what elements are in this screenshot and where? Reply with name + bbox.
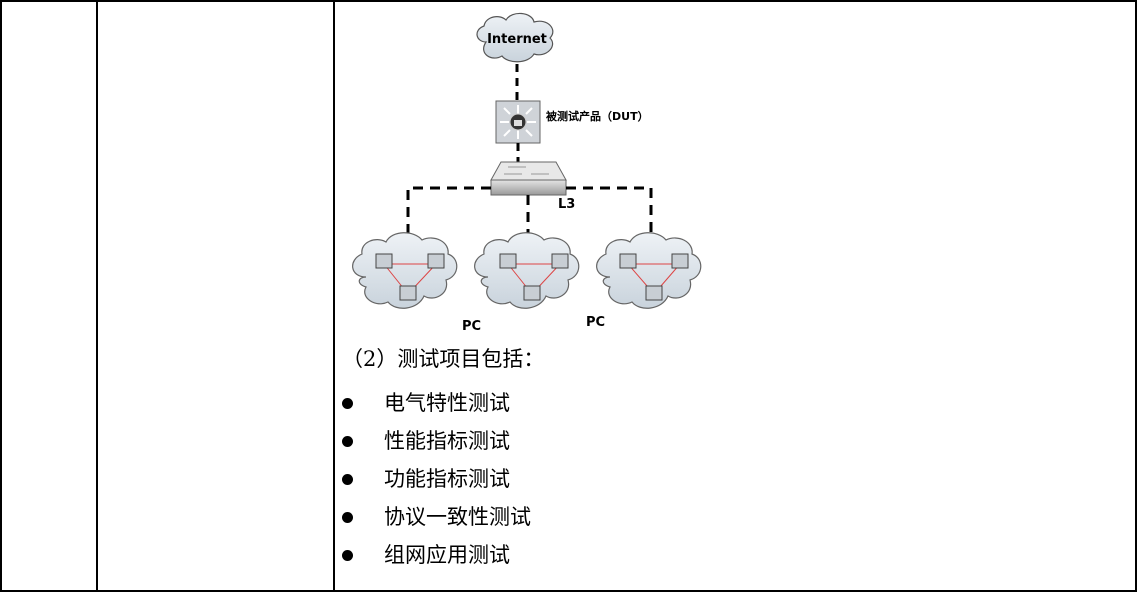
table-border-bottom	[0, 590, 1137, 592]
test-items-heading: （2）测试项目包括：	[342, 347, 545, 371]
l3-switch-icon	[490, 161, 567, 196]
bullet-icon	[342, 474, 353, 485]
internet-cloud-icon	[476, 12, 554, 63]
pc-label-2: PC	[586, 315, 605, 330]
dut-device-icon	[495, 100, 541, 144]
table-border-left	[0, 0, 2, 592]
link-switch-clouds	[406, 186, 653, 236]
internet-label: Internet	[487, 32, 547, 47]
pc-label-1: PC	[462, 319, 481, 334]
pc-cloud-2-icon	[474, 232, 580, 309]
pc-cloud-1-icon	[352, 232, 458, 309]
table-border-right	[1135, 0, 1137, 592]
bullet-icon	[342, 436, 353, 447]
table-column-divider-1	[96, 0, 98, 592]
table-border-top	[0, 0, 1137, 2]
pc-cloud-3-icon	[596, 232, 702, 309]
bullet-icon	[342, 398, 353, 409]
bullet-icon	[342, 512, 353, 523]
network-diagram: Internet 被测试产品（DUT）	[352, 12, 702, 334]
content-cell: Internet 被测试产品（DUT）	[336, 2, 1135, 590]
dut-label: 被测试产品（DUT）	[546, 109, 649, 123]
switch-label: L3	[558, 197, 575, 212]
table-column-divider-2	[333, 0, 335, 592]
bullet-icon	[342, 550, 353, 561]
